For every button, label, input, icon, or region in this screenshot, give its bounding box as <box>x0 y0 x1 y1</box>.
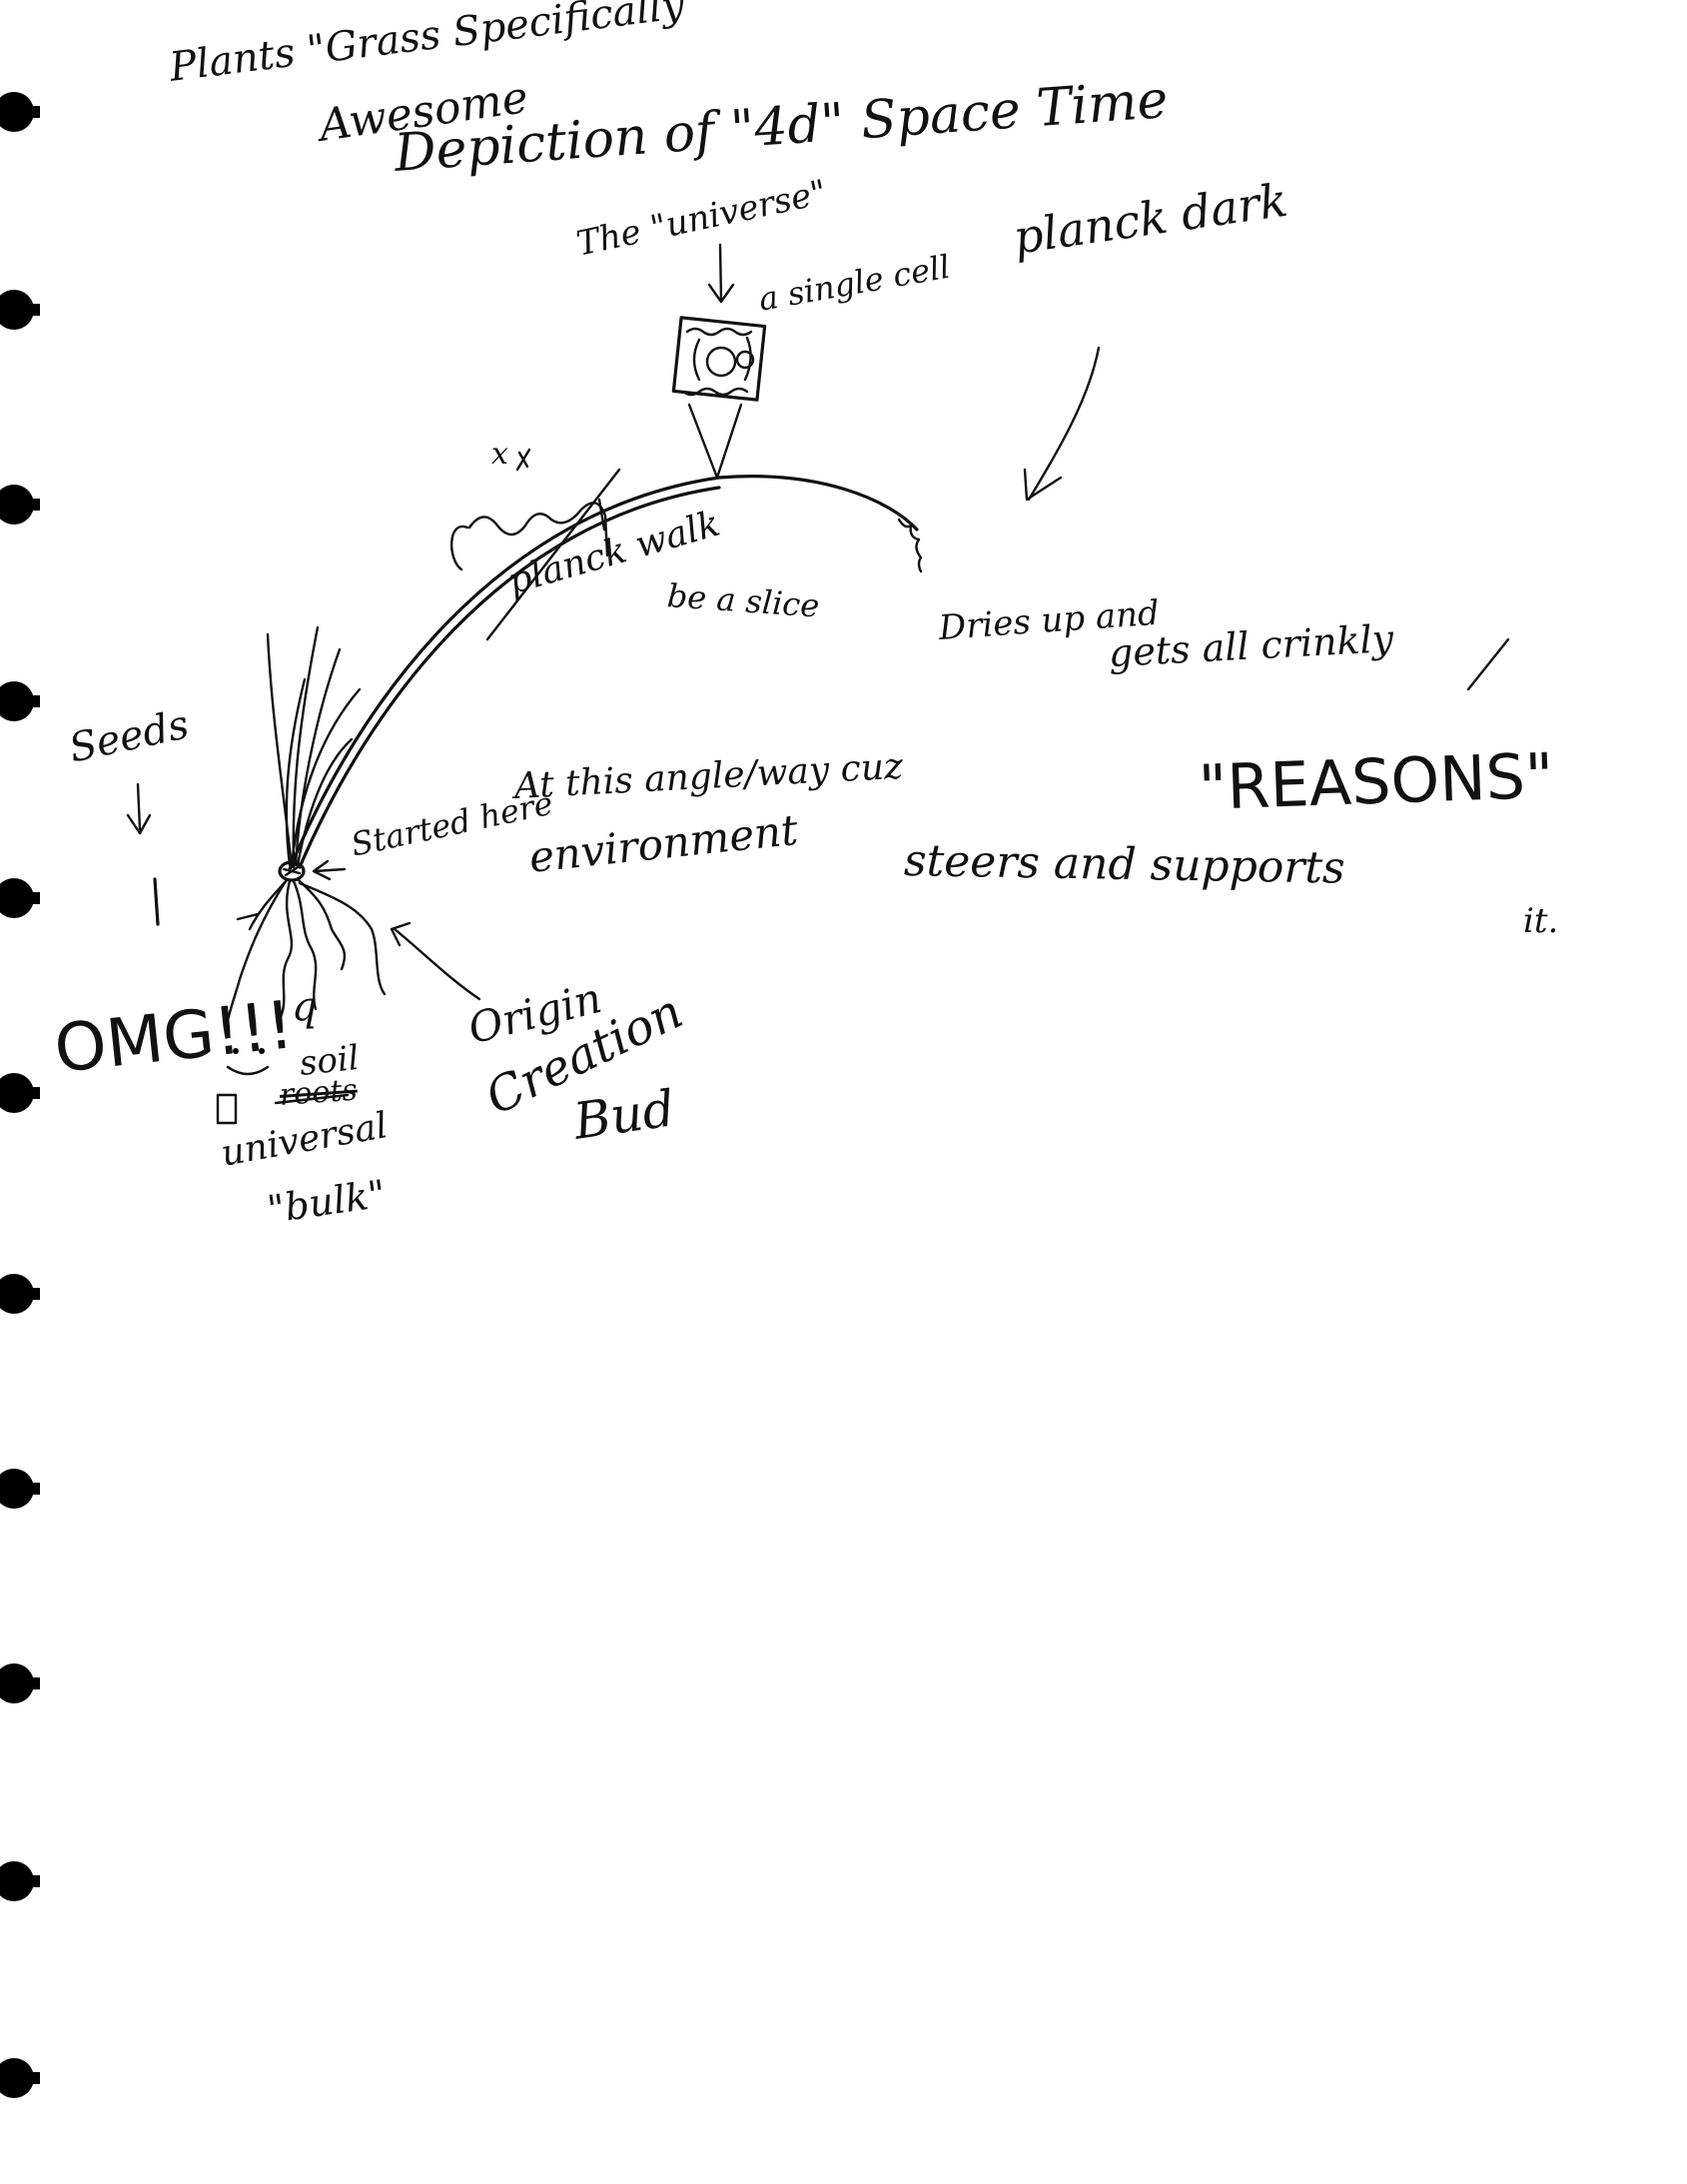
bud-label: Bud <box>569 1079 679 1151</box>
binder-hole-icon <box>0 1469 40 1509</box>
squiggle-bracket <box>449 448 609 571</box>
smiley-face <box>216 1048 270 1125</box>
binder-hole-icon <box>0 681 40 721</box>
it-label: it. <box>1523 901 1559 941</box>
started-here-arrow <box>312 859 347 881</box>
grass-blade <box>288 475 923 871</box>
reasons-label: "REASONS" <box>1197 738 1555 824</box>
planck-dark-arrow <box>1023 346 1101 502</box>
binder-hole-icon <box>0 1274 40 1314</box>
roots <box>224 877 387 1031</box>
universe-pointer <box>687 403 743 480</box>
omg-q-mark: q <box>292 984 318 1030</box>
binder-hole-icon <box>0 290 40 330</box>
binder-holes <box>0 92 40 2098</box>
seeds-arrow <box>126 782 152 835</box>
x-mark: x <box>491 437 508 472</box>
crinkly-tail <box>1466 637 1510 691</box>
universe-down-arrow <box>707 243 735 304</box>
binder-hole-icon <box>0 1073 40 1113</box>
binder-hole-icon <box>0 92 40 132</box>
binder-hole-icon <box>0 878 40 918</box>
binder-hole-icon <box>0 1663 40 1703</box>
roots-struck-label: roots <box>278 1072 359 1113</box>
origin-bud <box>278 860 306 882</box>
binder-hole-icon <box>0 1861 40 1901</box>
steers-supports-label: steers and supports <box>903 835 1346 894</box>
binder-hole-icon <box>0 2058 40 2098</box>
origin-arrow <box>390 921 481 1001</box>
grass-tuft <box>266 625 362 869</box>
be-a-slice-label: be a slice <box>665 576 821 625</box>
binder-hole-icon <box>0 485 40 525</box>
planck-walk-line <box>485 468 621 641</box>
seed-mark <box>153 877 160 926</box>
universe-cell <box>671 316 767 402</box>
roots-strike <box>274 1093 350 1105</box>
